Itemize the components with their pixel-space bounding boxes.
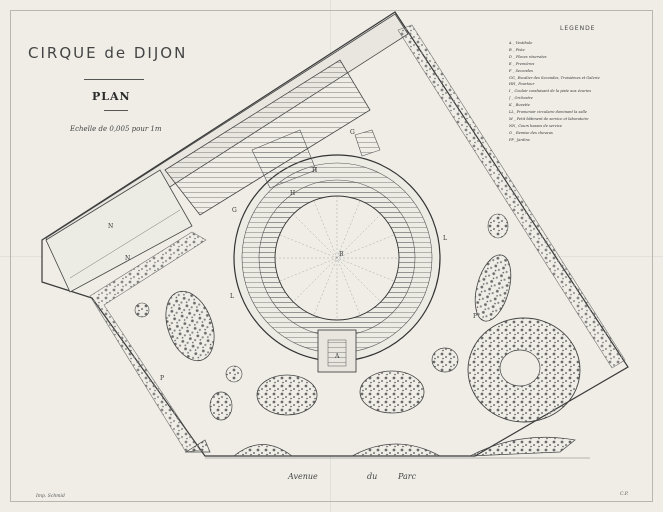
plan-label: PLAN [92,90,131,103]
legend-item: LL_ Promenoir circulaire dominant la sal… [509,110,587,115]
plan-letter-N: N [108,223,113,230]
plan-letter-G: G [232,207,237,214]
legend-item: E _ Premières [509,61,535,66]
garden-bed [359,370,425,414]
circus-building [233,129,441,373]
legend-item: O _ Remise des chevaux [509,130,553,135]
plan-letter-H: H [312,167,317,174]
footer-mark: C.P. [620,492,629,497]
plan-letter-P: P [160,375,164,382]
legend-item: D _ Places réservées [509,54,547,59]
legend-item: PP_ Jardins [509,137,530,142]
legend-item: F _ Secondes [509,68,533,73]
plan-letter-G: G [350,129,355,136]
footer-printer: Imp. Schmid [36,494,65,499]
garden-bed [474,254,512,322]
map-title: CIRQUE de DIJON [28,44,188,62]
legend-item: NN_ Cours basses de service [509,123,562,128]
plan-letter-N: N [125,255,130,262]
garden-bed-small [134,302,150,318]
plan-letter-L: L [230,293,234,300]
legend-item: A _ Vestibule [509,41,533,45]
legend-item: M _ Petit bâtiment de service et laborat… [509,116,589,121]
sheet-border [10,10,653,502]
legend-list: A _ Vestibule B _ Piste D _ Places réser… [509,40,649,144]
street-label-word2: du [367,472,378,481]
front-bed [351,443,441,457]
title-rule [84,79,144,80]
plan-rule [104,110,128,111]
garden-bed [256,374,318,416]
garden-bed-center [499,349,541,387]
plan-letter-L: L [443,235,447,242]
legend-item: HH_ Pourtour [509,82,535,87]
legend-item: B _ Piste [509,47,525,52]
garden-bed-small [225,365,243,383]
plan-letter-A: A [334,353,340,360]
street-label-word1: Avenue [288,472,318,481]
legend-title: LEGENDE [560,25,596,32]
scale-text: Echelle de 0,005 pour 1m [70,125,162,133]
stable-block [164,59,371,216]
garden-bed [165,290,215,362]
legend-item: K _ Buvette [509,103,530,108]
garden-bed-small [487,213,509,239]
garden-strip-right [397,24,626,369]
plan-letter-B: B [339,251,344,258]
garden-bed-small [209,391,233,421]
legend-item: GG_ Escalier des Secondes, Troisièmes et… [509,75,600,80]
plan-letter-P: P [473,313,477,320]
front-bed [184,439,211,453]
garden-bed-small [431,347,459,373]
legend-item: J _ Orchestre [509,96,533,101]
street-label-word3: Parc [398,472,417,481]
plan-letter-H: H [290,190,295,197]
legend-item: I _ Couloir conduisant de la piste aux é… [509,89,592,94]
front-bed [233,444,294,457]
courtyard-N [45,169,193,293]
front-bed [469,436,576,457]
